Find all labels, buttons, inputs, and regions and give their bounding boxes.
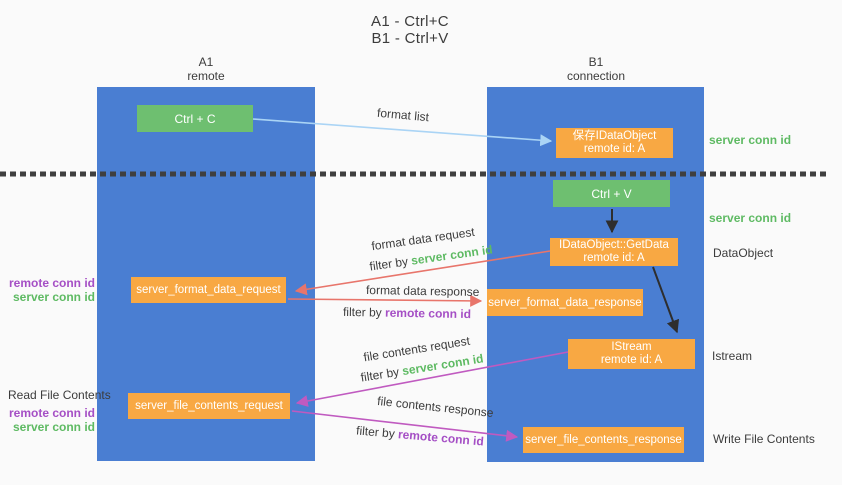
server-file-contents-response-label: server_file_contents_response [525, 434, 682, 446]
lane-header-b1: B1 connection [536, 55, 656, 83]
server-format-data-response-label: server_format_data_response [488, 296, 642, 309]
arrow-format-data-response [287, 294, 483, 307]
istream-line1: IStream [611, 341, 652, 353]
filter-by-text: filter by [368, 253, 413, 274]
lane-a1-name: A1 [198, 55, 214, 69]
node-ctrl-v: Ctrl + V [553, 180, 670, 207]
server-conn-id-label: server conn id [12, 290, 95, 304]
annotation-left-format-conn-ids: remote conn id server conn id [8, 276, 95, 304]
save-idataobject-line2: remote id: A [583, 143, 646, 155]
annotation-write-file-contents: Write File Contents [713, 432, 815, 446]
filter-by-text: filter by [355, 423, 399, 442]
title-line-1: A1 - Ctrl+C [371, 13, 449, 30]
node-server-file-contents-response: server_file_contents_response [523, 427, 684, 453]
lane-header-a1: A1 remote [146, 55, 266, 83]
label-filter-by-remote-conn-id-format: filter by remote conn id [343, 305, 471, 321]
lane-b1-name: B1 [588, 55, 604, 69]
node-server-file-contents-request: server_file_contents_request [128, 393, 290, 419]
lane-a1-subtitle: remote [187, 69, 225, 83]
server-format-data-request-label: server_format_data_request [136, 284, 281, 296]
diagram-title: A1 - Ctrl+C B1 - Ctrl+V [300, 13, 520, 47]
node-save-idataobject: 保存IDataObject remote id: A [556, 128, 673, 158]
node-server-format-data-response: server_format_data_response [487, 289, 643, 316]
server-conn-id-label: server conn id [12, 420, 95, 434]
label-filter-by-remote-conn-id-file: filter by remote conn id [356, 423, 485, 448]
remote-conn-id-text: remote conn id [384, 305, 472, 322]
getdata-line2: remote id: A [583, 252, 645, 264]
annotation-left-file-conn-ids: remote conn id server conn id [8, 406, 95, 434]
node-istream: IStream remote id: A [568, 339, 695, 369]
remote-conn-id-label: remote conn id [8, 276, 95, 290]
annotation-istream: Istream [712, 349, 753, 363]
node-server-format-data-request: server_format_data_request [131, 277, 286, 303]
node-idataobject-getdata: IDataObject::GetData remote id: A [550, 238, 678, 266]
remote-conn-id-label: remote conn id [8, 406, 95, 420]
label-file-contents-response: file contents response [376, 393, 495, 421]
lane-b1-subtitle: connection [566, 69, 626, 83]
filter-by-text: filter by [359, 364, 404, 385]
filter-by-text: filter by [342, 304, 386, 320]
remote-conn-id-text: remote conn id [397, 427, 485, 449]
server-file-contents-request-label: server_file_contents_request [135, 400, 283, 412]
ctrl-v-label: Ctrl + V [591, 186, 632, 201]
annotation-right-top-server-conn-id: server conn id [709, 133, 792, 147]
save-idataobject-line1: 保存IDataObject [572, 130, 657, 142]
server-conn-id-text: server conn id [410, 242, 494, 268]
istream-line2: remote id: A [600, 354, 663, 366]
node-ctrl-c: Ctrl + C [137, 105, 253, 132]
label-format-data-response: format data response [365, 283, 480, 299]
title-line-2: B1 - Ctrl+V [371, 30, 449, 47]
annotation-dataobject: DataObject [713, 246, 774, 260]
annotation-read-file-contents: Read File Contents [8, 388, 111, 402]
ctrl-c-label: Ctrl + C [174, 111, 216, 126]
getdata-line1: IDataObject::GetData [559, 239, 669, 251]
annotation-right-mid-server-conn-id: server conn id [709, 211, 792, 225]
label-format-list: format list [376, 105, 430, 125]
